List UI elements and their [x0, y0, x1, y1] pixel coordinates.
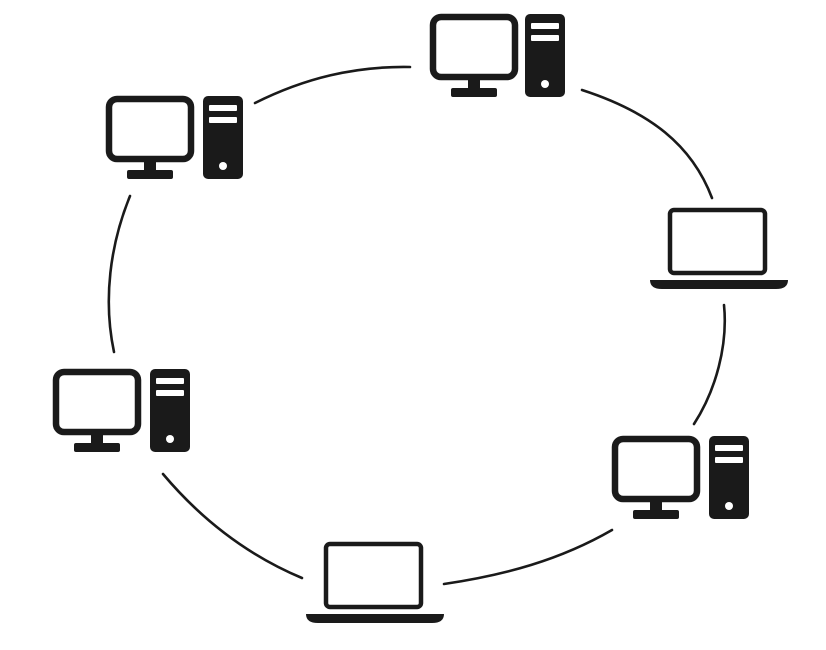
- node-1-desktop-computer-icon: [429, 13, 565, 97]
- link-node-5-node-6: [107, 194, 132, 354]
- link-node-4-node-5: [161, 472, 304, 580]
- node-4-laptop-icon: [306, 541, 444, 623]
- node-3-desktop-computer-icon: [611, 435, 749, 519]
- ring-links: [107, 65, 726, 586]
- node-2-laptop-icon: [650, 207, 788, 289]
- link-node-3-node-4: [442, 528, 614, 586]
- node-5-desktop-computer-icon: [52, 368, 190, 452]
- link-node-2-node-3: [692, 303, 726, 426]
- link-node-6-node-1: [253, 65, 412, 105]
- node-6-desktop-computer-icon: [105, 95, 243, 179]
- link-node-1-node-2: [580, 88, 714, 200]
